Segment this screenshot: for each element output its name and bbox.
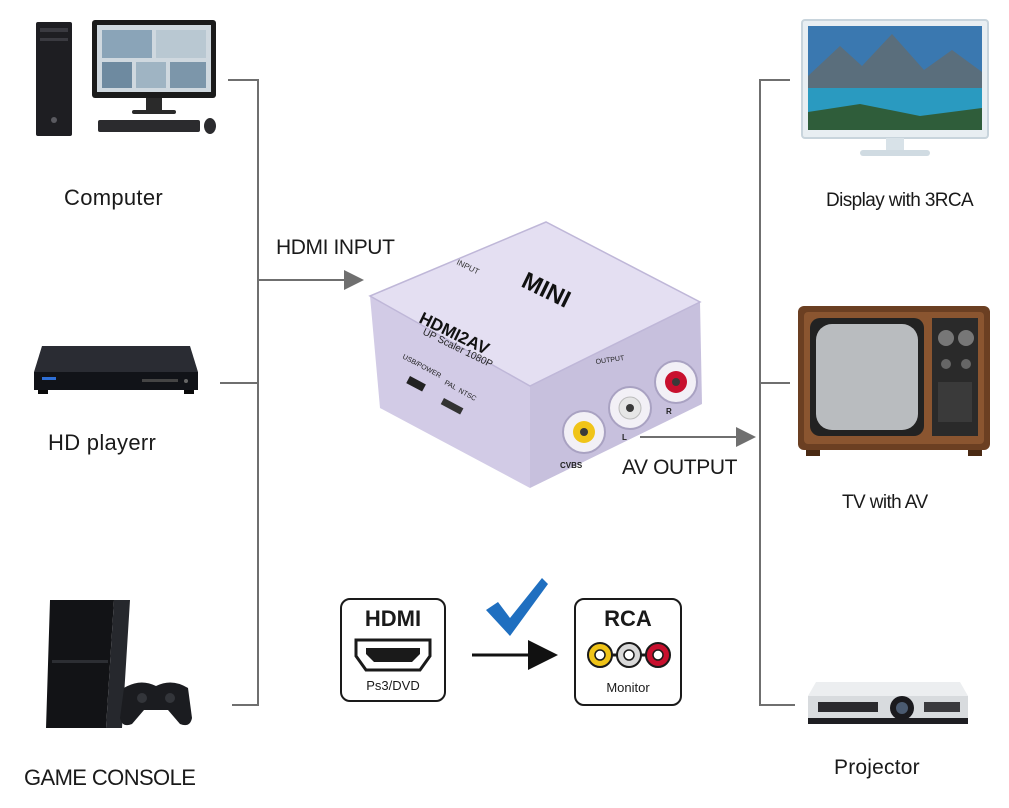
label-hdmi-input: HDMI INPUT — [276, 236, 395, 259]
legend-hdmi-box: HDMI Ps3/DVD — [340, 598, 446, 702]
display-icon — [801, 19, 989, 156]
output-bracket — [640, 79, 795, 706]
rca-jacks-icon — [587, 642, 671, 668]
label-hd-player: HD playerr — [48, 430, 157, 455]
legend-rca-box: RCA Monitor — [574, 598, 682, 706]
label-display: Display with 3RCA — [826, 190, 974, 211]
input-bracket — [220, 79, 364, 706]
hdmi-connector-icon — [354, 638, 432, 672]
game-console-icon — [46, 600, 192, 728]
label-game-console: GAME CONSOLE — [24, 765, 196, 790]
check-icon — [486, 578, 548, 636]
rca-jack-cvbs — [562, 410, 606, 454]
hd-player-icon — [34, 346, 198, 394]
device-l-label: L — [622, 433, 627, 442]
tv-icon — [798, 306, 990, 456]
hdmi2av-converter: MINI HDMI2AV UP Scaler 1080P INPUT USB/P… — [368, 221, 702, 488]
label-projector: Projector — [834, 756, 920, 779]
legend-hdmi-sub: Ps3/DVD — [366, 678, 420, 693]
device-cvbs-label: CVBS — [560, 461, 583, 470]
rca-jack-right — [654, 360, 698, 404]
projector-icon — [808, 682, 968, 724]
device-r-label: R — [666, 407, 672, 416]
device-output-label: OUTPUT — [595, 355, 625, 366]
legend-rca-title: RCA — [604, 606, 652, 631]
label-computer: Computer — [64, 185, 163, 210]
computer-icon — [36, 20, 216, 136]
rca-jack-left — [608, 386, 652, 430]
label-tv: TV with AV — [842, 492, 928, 513]
legend-hdmi-title: HDMI — [364, 606, 422, 631]
pal-ntsc-switch — [440, 398, 464, 415]
legend-rca-sub: Monitor — [606, 680, 650, 695]
usb-port — [406, 376, 426, 392]
label-av-output: AV OUTPUT — [622, 456, 738, 479]
